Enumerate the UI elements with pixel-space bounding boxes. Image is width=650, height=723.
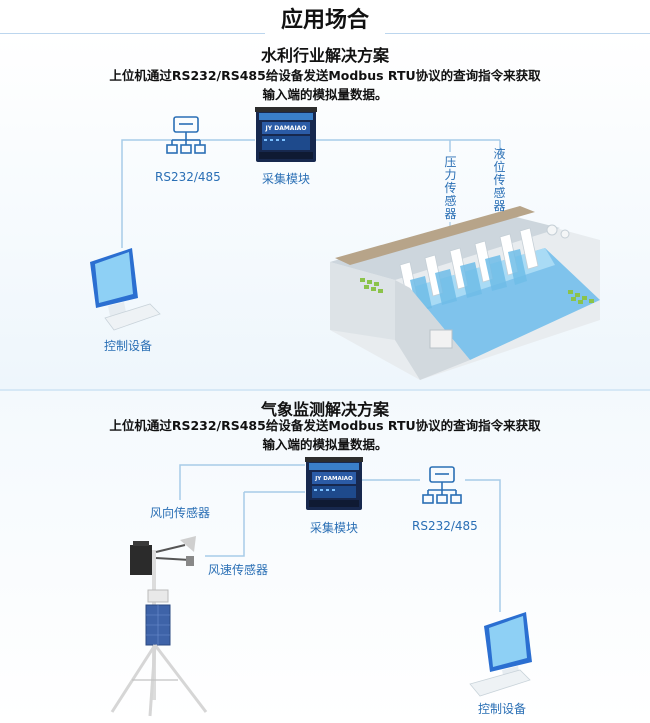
water-section-desc: 上位机通过RS232/RS485给设备发送Modbus RTU协议的查询指令来获… — [0, 66, 650, 104]
section-bg-weather — [0, 391, 650, 723]
water-network-label: RS232/485 — [155, 170, 221, 184]
module-brand-text-2: JY DAMAIAO — [314, 476, 353, 482]
dam-illustration — [330, 206, 600, 380]
monitor-icon-2 — [469, 612, 532, 697]
weather-section-desc: 上位机通过RS232/RS485给设备发送Modbus RTU协议的查询指令来获… — [0, 416, 650, 454]
wind-speed-label: 风速传感器 — [208, 563, 269, 577]
weather-connection-lines — [179, 464, 501, 612]
weather-network-label: RS232/485 — [412, 519, 478, 533]
collection-module-2 — [305, 457, 363, 510]
pressure-sensor-label: 压力传感器 — [444, 155, 457, 221]
water-module-label: 采集模块 — [262, 172, 311, 186]
monitor-icon — [90, 248, 161, 331]
collection-module — [255, 107, 317, 162]
header-line-right — [385, 33, 650, 34]
network-icon — [166, 116, 206, 154]
water-desc-line2: 输入端的模拟量数据。 — [262, 87, 388, 102]
water-desc-line1: 上位机通过RS232/RS485给设备发送Modbus RTU协议的查询指令来获… — [109, 68, 541, 83]
level-sensor-label: 液位传感器 — [493, 147, 506, 213]
page-title: 应用场合 — [280, 8, 369, 33]
weather-desc-line2: 输入端的模拟量数据。 — [262, 437, 388, 452]
weather-module-label: 采集模块 — [310, 521, 359, 535]
water-section-title: 水利行业解决方案 — [260, 46, 389, 65]
weather-station — [110, 536, 208, 717]
wind-direction-label: 风向传感器 — [150, 506, 211, 520]
page-header: 应用场合 — [0, 0, 650, 34]
section-bg-divider — [0, 389, 650, 391]
module-brand-text: JY DAMAIAO — [265, 125, 307, 132]
weather-desc-line1: 上位机通过RS232/RS485给设备发送Modbus RTU协议的查询指令来获… — [109, 418, 541, 433]
weather-control-label: 控制设备 — [478, 702, 527, 716]
water-connection-lines — [121, 139, 501, 248]
header-line-left — [0, 33, 265, 34]
network-icon-2 — [422, 466, 462, 504]
weather-section-title: 气象监测解决方案 — [260, 400, 389, 419]
water-control-label: 控制设备 — [104, 339, 153, 353]
